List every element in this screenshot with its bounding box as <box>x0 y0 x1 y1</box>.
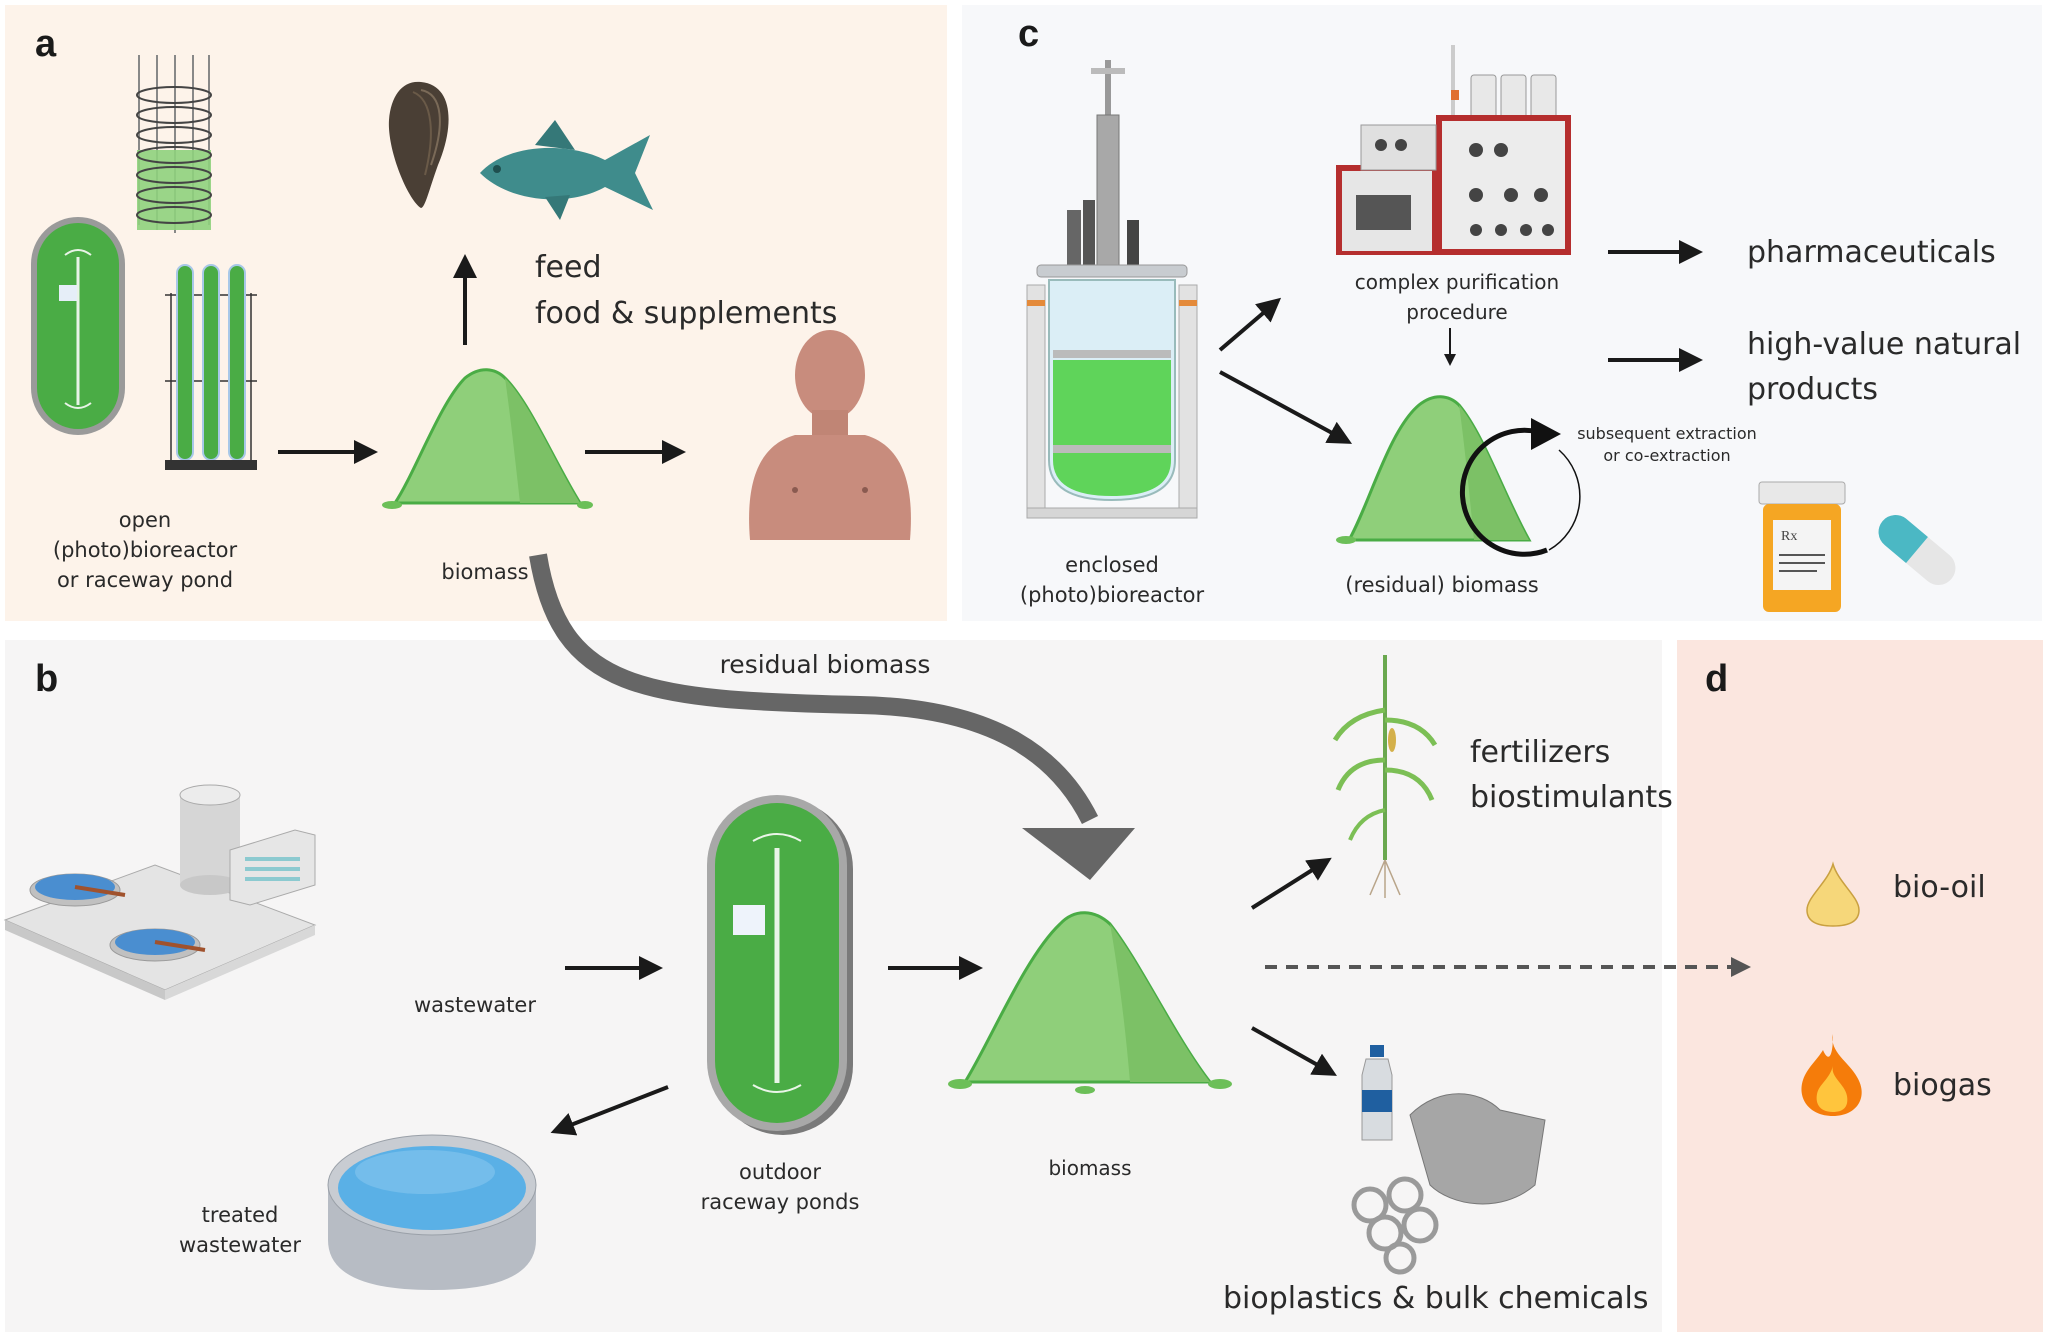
outdoor-raceway-pond-icon <box>707 795 853 1135</box>
fish-icon <box>480 120 653 220</box>
panel-letter-b: b <box>35 658 59 700</box>
treated-wastewater-label: treated wastewater <box>160 1200 320 1260</box>
cylinder-photobioreactor-icon <box>136 55 212 233</box>
panel-c: c enclosed (photo)bioreactor <box>962 5 2042 621</box>
treated-water-tank-icon <box>327 1134 537 1290</box>
human-icon <box>749 330 911 540</box>
feed-label: feed <box>535 250 602 285</box>
biomass-label-a: biomass <box>441 560 529 584</box>
panel-a: a o <box>5 5 947 621</box>
label-line: enclosed <box>1065 553 1159 577</box>
raceway-pond-icon <box>31 217 125 435</box>
biomass-label-b: biomass <box>1048 1156 1132 1180</box>
label-line: or co-extraction <box>1603 446 1731 465</box>
label-line: treated <box>201 1203 279 1227</box>
panel-letter-a: a <box>35 23 57 65</box>
mussel-icon <box>388 81 449 208</box>
pill-bottle-icon: Rx <box>1758 481 1846 612</box>
fertilizers-label: fertilizers <box>1470 735 1611 770</box>
tubular-photobioreactor-icon <box>165 264 257 470</box>
panel-b: b wastewater treated wastewater <box>3 640 1673 1332</box>
purification-label: complex purification procedure <box>1354 270 1560 324</box>
open-reactor-label: open (photo)bioreactor or raceway pond <box>45 505 245 595</box>
label-line: (photo)bioreactor <box>1019 583 1205 607</box>
plastics-icon <box>1351 1045 1546 1275</box>
label-line: open <box>118 508 172 532</box>
label-line: or raceway pond <box>56 568 234 592</box>
label-line: outdoor <box>738 1160 822 1184</box>
enclosed-reactor-label: enclosed (photo)bioreactor <box>1012 550 1212 610</box>
label-line: products <box>1747 372 1879 407</box>
label-line: (photo)bioreactor <box>52 538 238 562</box>
circular-extraction-arrow-icon <box>1459 418 1581 557</box>
biomass-pile-icon <box>948 911 1232 1094</box>
residual-biomass-arrow-label: residual biomass <box>719 650 931 679</box>
label-line: subsequent extraction <box>1577 424 1757 443</box>
purification-system-icon <box>1336 45 1571 255</box>
biogas-label: biogas <box>1893 1068 1992 1103</box>
corn-plant-icon <box>1332 655 1438 898</box>
flame-icon <box>1801 1034 1862 1116</box>
enclosed-bioreactor-icon <box>1026 60 1198 519</box>
rx-symbol: Rx <box>1781 529 1797 544</box>
panel-letter-d: d <box>1705 658 1729 700</box>
residual-biomass-label: (residual) biomass <box>1345 573 1539 597</box>
outdoor-ponds-label: outdoor raceway ponds <box>675 1157 885 1217</box>
bio-oil-label: bio-oil <box>1893 870 1986 905</box>
pharmaceuticals-label: pharmaceuticals <box>1747 235 1996 270</box>
high-value-products-label: high-value natural products <box>1747 322 2021 412</box>
biostimulants-label: biostimulants <box>1470 780 1673 815</box>
wastewater-label: wastewater <box>414 993 536 1017</box>
label-line: wastewater <box>179 1233 301 1257</box>
oil-drop-icon <box>1806 861 1860 927</box>
capsule-icon <box>1878 515 1956 585</box>
panel-d: d bio-oil biogas <box>1677 640 2043 1332</box>
label-line: high-value natural <box>1747 327 2022 362</box>
residual-biomass-pile-icon <box>1336 395 1532 544</box>
panel-letter-c: c <box>1018 13 1040 55</box>
biomass-pile-icon <box>382 368 593 509</box>
food-supplements-label: food & supplements <box>535 296 838 331</box>
label-line: raceway ponds <box>700 1190 860 1214</box>
extraction-label: subsequent extraction or co-extraction <box>1567 423 1767 467</box>
bioplastics-label: bioplastics & bulk chemicals <box>1223 1281 1649 1316</box>
wastewater-plant-icon <box>3 784 317 1000</box>
